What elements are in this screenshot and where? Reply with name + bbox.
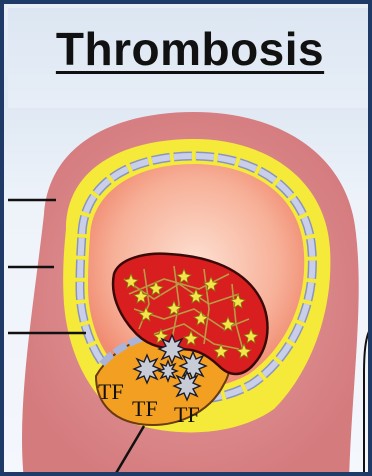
tf-label-3: TF	[174, 402, 200, 427]
right-bracket-line	[364, 326, 372, 476]
tf-label-1: TF	[98, 379, 124, 404]
thrombosis-diagram: TF TF TF	[4, 4, 372, 476]
tf-label-2: TF	[132, 396, 158, 421]
